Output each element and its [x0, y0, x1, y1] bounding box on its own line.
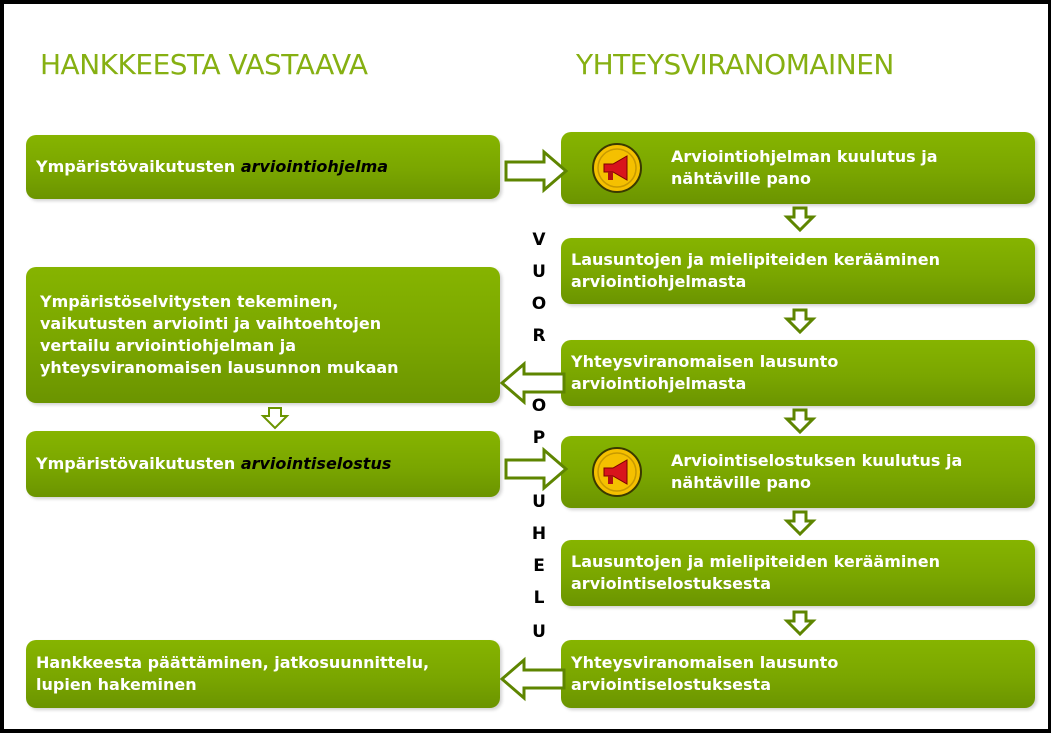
left-box-ymparistoselvitykset: Ympäristöselvitysten tekeminen, vaikutus…: [26, 267, 500, 403]
left-box-text: Hankkeesta päättäminen, jatkosuunnittelu…: [36, 653, 430, 694]
left-box-arviointiselostus: Ympäristövaikutusten arviointiselostus: [26, 431, 500, 497]
right-box-text: Yhteysviranomaisen lausunto arviointiohj…: [571, 352, 839, 393]
vertical-letter: R: [532, 326, 546, 346]
right-box-lausuntojen-keraaminen-selostus: Lausuntojen ja mielipiteiden kerääminen …: [561, 540, 1035, 606]
left-box-arviointiohjelma: Ympäristövaikutusten arviointiohjelma: [26, 135, 500, 199]
right-box-arviointiohjelman-kuulutus: Arviointiohjelman kuulutus ja nähtäville…: [561, 132, 1035, 204]
right-box-lausunto-ohjelmasta: Yhteysviranomaisen lausunto arviointiohj…: [561, 340, 1035, 406]
vertical-letter: H: [531, 524, 547, 544]
right-box-text: Arviointiohjelman kuulutus ja nähtäville…: [671, 147, 938, 188]
left-column-title: HANKKEESTA VASTAAVA: [40, 48, 368, 81]
left-box-text: Ympäristövaikutusten arviointiselostus: [36, 454, 392, 473]
arrow-down-icon: [783, 408, 817, 435]
vertical-letter: L: [533, 588, 545, 608]
right-box-text: Arviointiselostuksen kuulutus ja nähtävi…: [671, 451, 963, 492]
right-column-title: YHTEYSVIRANOMAINEN: [576, 48, 894, 81]
vertical-letter: E: [533, 556, 545, 576]
arrow-down-icon: [783, 610, 817, 637]
vertical-letter: U: [532, 492, 546, 512]
vertical-letter: O: [531, 396, 547, 416]
arrow-left-icon: [499, 656, 566, 702]
arrow-down-icon: [783, 206, 817, 233]
right-box-lausuntojen-keraaminen-ohjelma: Lausuntojen ja mielipiteiden kerääminen …: [561, 238, 1035, 304]
vertical-letter: P: [532, 428, 546, 448]
left-box-text: Ympäristövaikutusten arviointiohjelma: [36, 157, 389, 176]
megaphone-icon: [592, 447, 642, 497]
right-box-arviointiselostuksen-kuulutus: Arviointiselostuksen kuulutus ja nähtävi…: [561, 436, 1035, 508]
right-box-lausunto-selostuksesta: Yhteysviranomaisen lausunto arviointisel…: [561, 640, 1035, 708]
left-box-text: Ympäristöselvitysten tekeminen, vaikutus…: [40, 292, 399, 377]
right-box-text: Lausuntojen ja mielipiteiden kerääminen …: [571, 250, 940, 291]
arrow-down-icon: [260, 407, 290, 430]
arrow-down-icon: [783, 510, 817, 537]
vertical-letter: O: [531, 294, 547, 314]
megaphone-icon: [592, 143, 642, 193]
right-box-text: Yhteysviranomaisen lausunto arviointisel…: [571, 653, 839, 694]
vertical-letter: V: [532, 230, 546, 250]
arrow-left-icon: [499, 360, 566, 406]
arrow-down-icon: [783, 308, 817, 335]
vertical-letter: U: [532, 622, 546, 642]
vertical-letter: U: [532, 262, 546, 282]
arrow-right-icon: [504, 446, 569, 492]
arrow-right-icon: [504, 148, 569, 194]
left-box-paattaminen: Hankkeesta päättäminen, jatkosuunnittelu…: [26, 640, 500, 708]
right-box-text: Lausuntojen ja mielipiteiden kerääminen …: [571, 552, 940, 593]
